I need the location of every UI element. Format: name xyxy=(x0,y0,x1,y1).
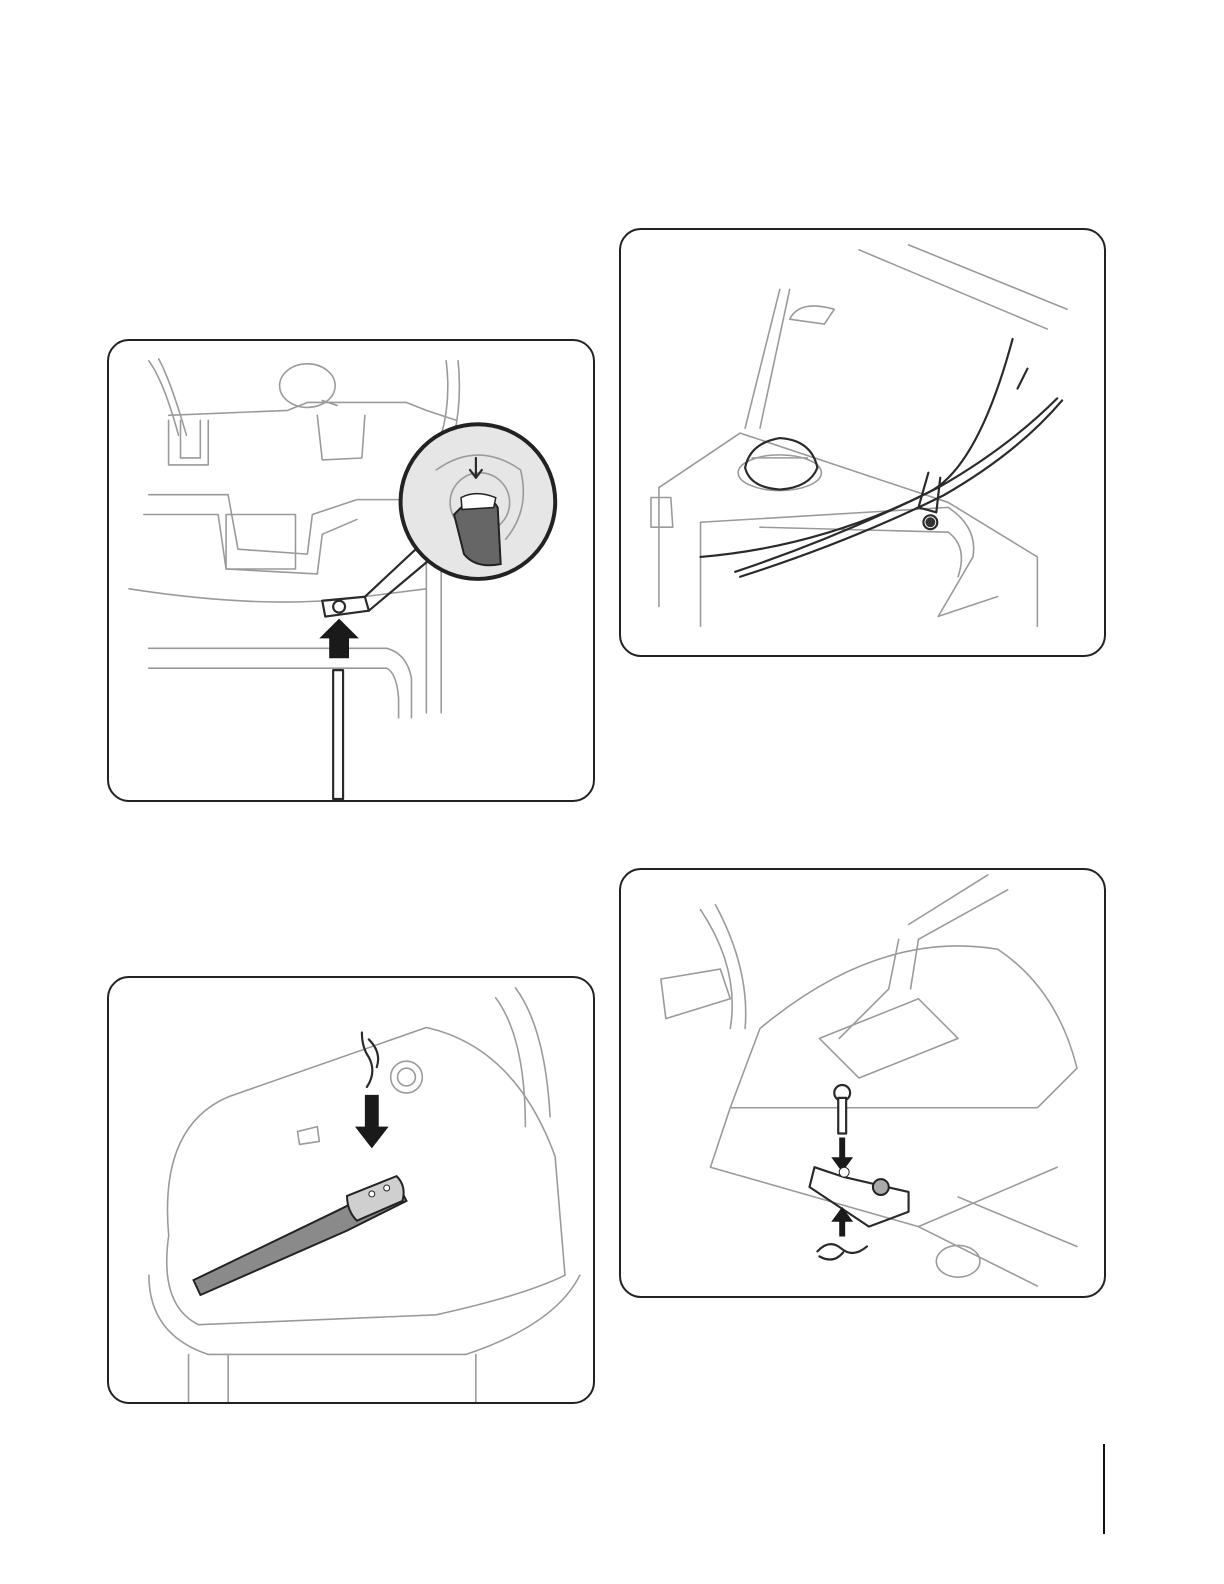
figure-pin-bracket xyxy=(619,868,1106,1298)
chute-rod-illustration xyxy=(109,978,593,1402)
figure-chute-rod xyxy=(107,976,595,1404)
chute-crank-illustration xyxy=(109,341,593,800)
cable-routing-illustration xyxy=(621,230,1104,655)
figure-cable-routing xyxy=(619,228,1106,657)
figure-chute-crank xyxy=(107,339,595,802)
page-edge-marker xyxy=(1103,1444,1105,1534)
clevis-pin-illustration xyxy=(621,870,1104,1296)
